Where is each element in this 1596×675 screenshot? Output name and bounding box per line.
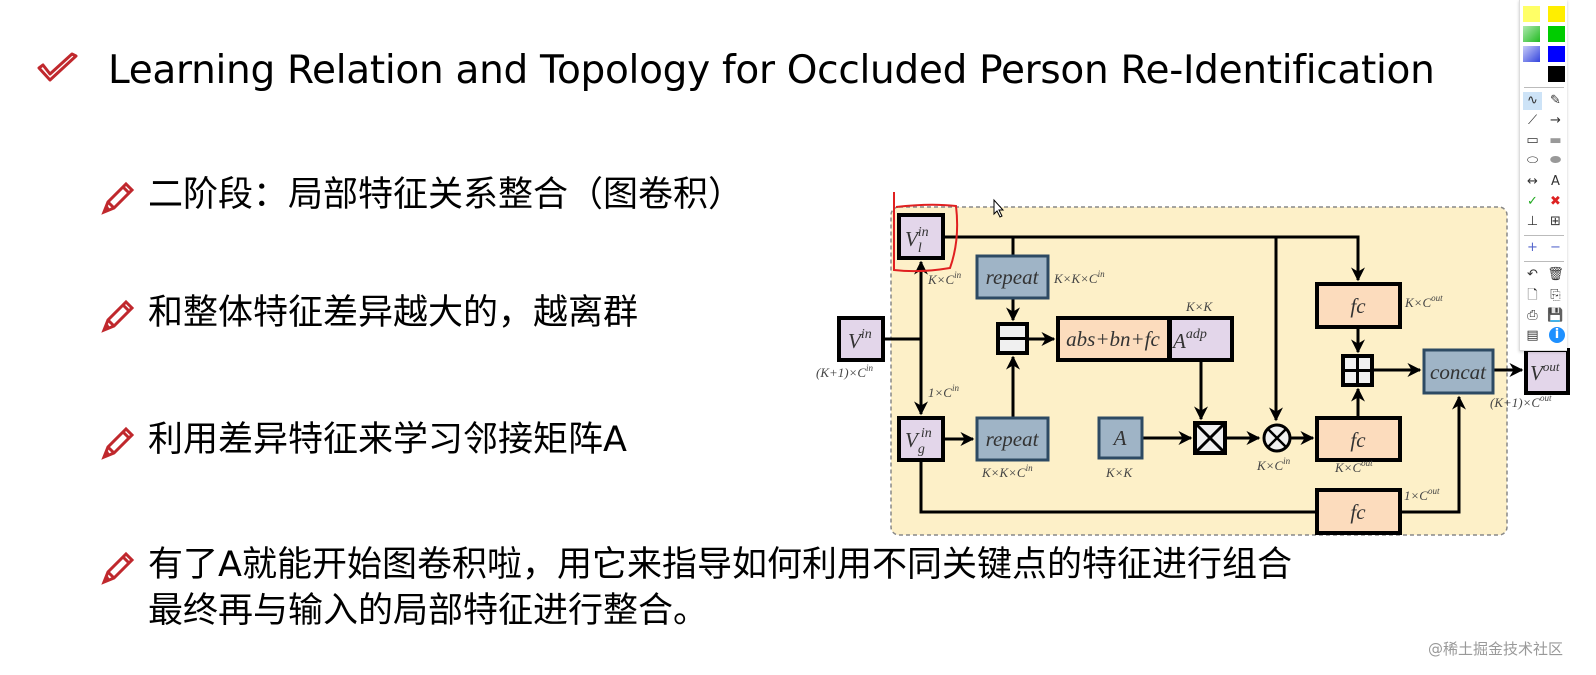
svg-text:Vout: Vout <box>1530 359 1560 385</box>
print-icon[interactable]: ⎙ <box>1527 308 1538 323</box>
divider <box>1524 87 1564 88</box>
cross-icon[interactable]: ✖ <box>1550 194 1561 209</box>
connections <box>883 235 1524 514</box>
node-abs-bn-fc <box>1056 316 1171 362</box>
bullet-text: 有了A就能开始图卷积啦，用它来指导如何利用不同关键点的特征进行组合 最终再与输入… <box>148 542 1292 634</box>
color-swatch-black[interactable] <box>1548 66 1565 82</box>
bullet-item: 二阶段：局部特征关系整合（图卷积） <box>100 172 743 218</box>
filled-rectangle-icon[interactable]: ▬ <box>1549 133 1562 148</box>
bullet-item: 有了A就能开始图卷积啦，用它来指导如何利用不同关键点的特征进行组合 最终再与输入… <box>100 542 1292 634</box>
svg-text:Vgin: Vgin <box>905 426 932 457</box>
checkmark-icon <box>37 52 78 82</box>
svg-text:K×Cin: K×Cin <box>1256 456 1291 473</box>
minus-icon[interactable]: − <box>1550 240 1561 255</box>
fc-mid-text: fc <box>1350 428 1366 452</box>
color-swatch-light-blue[interactable] <box>1523 46 1540 62</box>
bullet-item: 和整体特征差异越大的，越离群 <box>100 290 638 336</box>
pencil-icon <box>101 181 135 215</box>
rectangle-icon[interactable]: ▭ <box>1526 133 1539 148</box>
svg-text:1×Cout: 1×Cout <box>1404 486 1440 503</box>
color-swatch-light-yellow[interactable] <box>1523 6 1540 22</box>
info-icon[interactable]: i <box>1549 327 1565 343</box>
svg-text:K×K×Cin: K×K×Cin <box>981 463 1033 480</box>
filled-ellipse-icon[interactable]: ⬬ <box>1549 153 1562 168</box>
svg-text:Vlin: Vlin <box>905 225 929 256</box>
fc-bottom-text: fc <box>1350 500 1366 524</box>
zoom-icon[interactable]: ⊞ <box>1550 214 1561 229</box>
copy-icon[interactable]: ⎘ <box>1550 288 1561 303</box>
svg-text:K×K: K×K <box>1105 465 1133 480</box>
watermark: @稀土掘金技术社区 <box>1428 640 1564 658</box>
check-icon[interactable]: ✓ <box>1527 194 1538 209</box>
svg-text:(K+1)×Cout: (K+1)×Cout <box>1490 393 1552 410</box>
trash-icon[interactable]: 🗑 <box>1547 267 1564 282</box>
svg-text:(K+1)×Cin: (K+1)×Cin <box>816 363 874 380</box>
text-icon[interactable]: A <box>1551 174 1560 189</box>
pencil-icon <box>101 426 135 460</box>
color-swatch-blue[interactable] <box>1548 46 1565 62</box>
bullet-text: 二阶段：局部特征关系整合（图卷积） <box>148 175 744 215</box>
save-icon[interactable]: 💾 <box>1547 308 1564 323</box>
svg-text:Aadp: Aadp <box>1171 327 1207 353</box>
svg-text:K×K: K×K <box>1185 299 1213 314</box>
color-swatch-white[interactable] <box>1523 66 1540 82</box>
screen-icon[interactable]: ▤ <box>1526 328 1539 343</box>
color-swatch-light-green[interactable] <box>1523 26 1540 42</box>
node-a <box>1097 416 1144 460</box>
fc-top-text: fc <box>1350 294 1366 318</box>
pencil-icon <box>101 299 135 333</box>
freehand-icon[interactable]: ∿ <box>1523 92 1542 110</box>
node-repeat-top <box>975 254 1050 300</box>
bullet-text: 和整体特征差异越大的，越离群 <box>148 293 639 333</box>
a-text: A <box>1112 426 1127 450</box>
svg-text:K×Cin: K×Cin <box>927 270 962 287</box>
bullet-line: 最终再与输入的局部特征进行整合。 <box>148 591 709 631</box>
node-fc-mid <box>1315 416 1402 462</box>
ruler-icon[interactable]: ⊥ <box>1526 214 1539 229</box>
divider <box>1524 235 1564 236</box>
node-repeat-bottom <box>975 416 1050 462</box>
pencil-icon <box>101 551 135 585</box>
arrow-icon[interactable]: → <box>1550 113 1561 128</box>
node-concat <box>1422 348 1495 395</box>
bullet-item: 利用差异特征来学习邻接矩阵A <box>100 417 627 463</box>
svg-text:K×K×Cin: K×K×Cin <box>1053 269 1105 286</box>
node-fc-top <box>1315 282 1402 329</box>
plus-icon[interactable]: + <box>1527 240 1538 255</box>
color-swatch-green[interactable] <box>1548 26 1565 42</box>
svg-text:K×Cout: K×Cout <box>1334 458 1373 475</box>
bullet-text: 利用差异特征来学习邻接矩阵A <box>148 420 627 460</box>
bullet-line: 有了A就能开始图卷积啦，用它来指导如何利用不同关键点的特征进行组合 <box>148 545 1292 585</box>
repeat-top-text: repeat <box>986 265 1040 289</box>
svg-text:1×Cin: 1×Cin <box>928 383 959 400</box>
node-v-out <box>1524 348 1570 395</box>
double-arrow-icon[interactable]: ↔ <box>1527 174 1538 189</box>
svg-text:Vin: Vin <box>848 327 872 353</box>
node-v-l-in <box>897 213 945 260</box>
ellipse-icon[interactable]: ⬭ <box>1526 153 1539 168</box>
concat-text: concat <box>1430 360 1487 384</box>
node-v-in <box>837 316 885 362</box>
repeat-bottom-text: repeat <box>986 427 1040 451</box>
new-page-icon[interactable]: 🗋 <box>1527 288 1538 303</box>
mouse-cursor-icon <box>993 198 1005 218</box>
node-a-adp <box>1168 316 1234 362</box>
svg-text:K×Cout: K×Cout <box>1404 293 1443 310</box>
undo-icon[interactable]: ↶ <box>1527 267 1538 282</box>
annotation-toolbar: ∿ ✎ ⟋ → ▭ ▬ ⬭ ⬬ ↔ A ✓ ✖ ⊥ ⊞ +− ↶ 🗑 🗋 ⎘ ⎙ 💾 ▤ i <box>1519 0 1567 351</box>
red-annotation-box <box>893 192 959 273</box>
divider <box>1524 261 1564 262</box>
line-icon[interactable]: ⟋ <box>1527 113 1538 128</box>
node-fc-bottom <box>1315 488 1402 535</box>
node-v-g-in <box>897 416 945 462</box>
abs-bn-fc-text: abs+bn+fc <box>1066 327 1160 351</box>
eraser-icon[interactable]: ✎ <box>1550 93 1561 108</box>
slide-title: Learning Relation and Topology for Occlu… <box>108 48 1435 93</box>
color-swatch-yellow[interactable] <box>1548 6 1565 22</box>
